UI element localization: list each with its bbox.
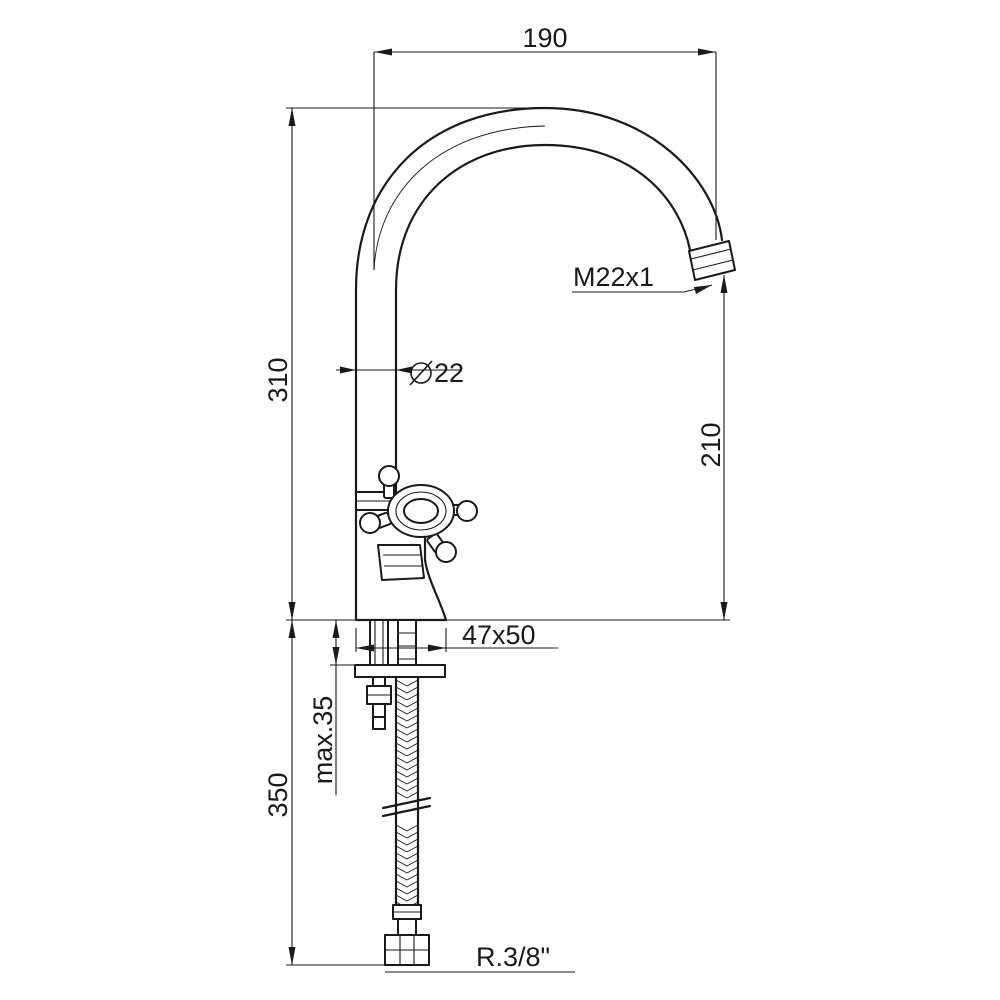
- braid-strand: [395, 735, 419, 743]
- handle-knob-bottom: [435, 541, 457, 563]
- braid-strand: [395, 791, 419, 799]
- braid-strand: [395, 770, 419, 778]
- braid-strand: [395, 824, 419, 832]
- braid-strand: [395, 686, 419, 694]
- braid-strand: [395, 838, 419, 846]
- mounting-parts: [354, 619, 446, 730]
- braid-strand: [395, 845, 419, 853]
- dim-spout-height: 210: [696, 422, 726, 467]
- braid-strand: [395, 852, 419, 860]
- handle-knob-top: [378, 465, 400, 487]
- braid-strand: [395, 728, 419, 736]
- braid-strand: [395, 763, 419, 771]
- dim-base: 47x50: [462, 620, 536, 650]
- braid-strand: [395, 894, 419, 902]
- braid-strand: [395, 777, 419, 785]
- handle-knob-left: [359, 512, 381, 534]
- braid-strand: [395, 679, 419, 687]
- braid-strand: [395, 700, 419, 708]
- handle-knob-right: [456, 500, 478, 522]
- braid-strand: [395, 756, 419, 764]
- braid-strand: [395, 873, 419, 881]
- dim-width-top: 190: [522, 23, 567, 53]
- braid-strand: [395, 866, 419, 874]
- cross-handle: [359, 465, 478, 581]
- dim-aerator-thread: M22x1: [573, 262, 654, 292]
- braided-hose: [381, 675, 432, 966]
- dim-hose-thread: R.3/8": [476, 942, 550, 972]
- dim-height-total: 310: [263, 357, 293, 402]
- spout: [354, 106, 724, 495]
- braid-strand: [395, 887, 419, 895]
- braid-strand: [395, 714, 419, 722]
- braid-strand: [395, 831, 419, 839]
- braid-strand: [395, 742, 419, 750]
- dim-mount-thickness: max.35: [308, 696, 338, 785]
- braid-strand: [395, 721, 419, 729]
- mounting-washer: [354, 664, 446, 678]
- braid-strand: [395, 784, 419, 792]
- aerator: [688, 240, 736, 281]
- dimension-lines: [286, 48, 730, 973]
- braid-strand: [395, 693, 419, 701]
- braid-strand: [395, 707, 419, 715]
- dim-pipe-diameter: 22: [434, 358, 464, 388]
- braid-strand: [395, 749, 419, 757]
- braid-strand: [395, 859, 419, 867]
- braid-strand: [395, 880, 419, 888]
- dim-hose-length: 350: [263, 772, 293, 817]
- diameter-icon: [409, 360, 433, 386]
